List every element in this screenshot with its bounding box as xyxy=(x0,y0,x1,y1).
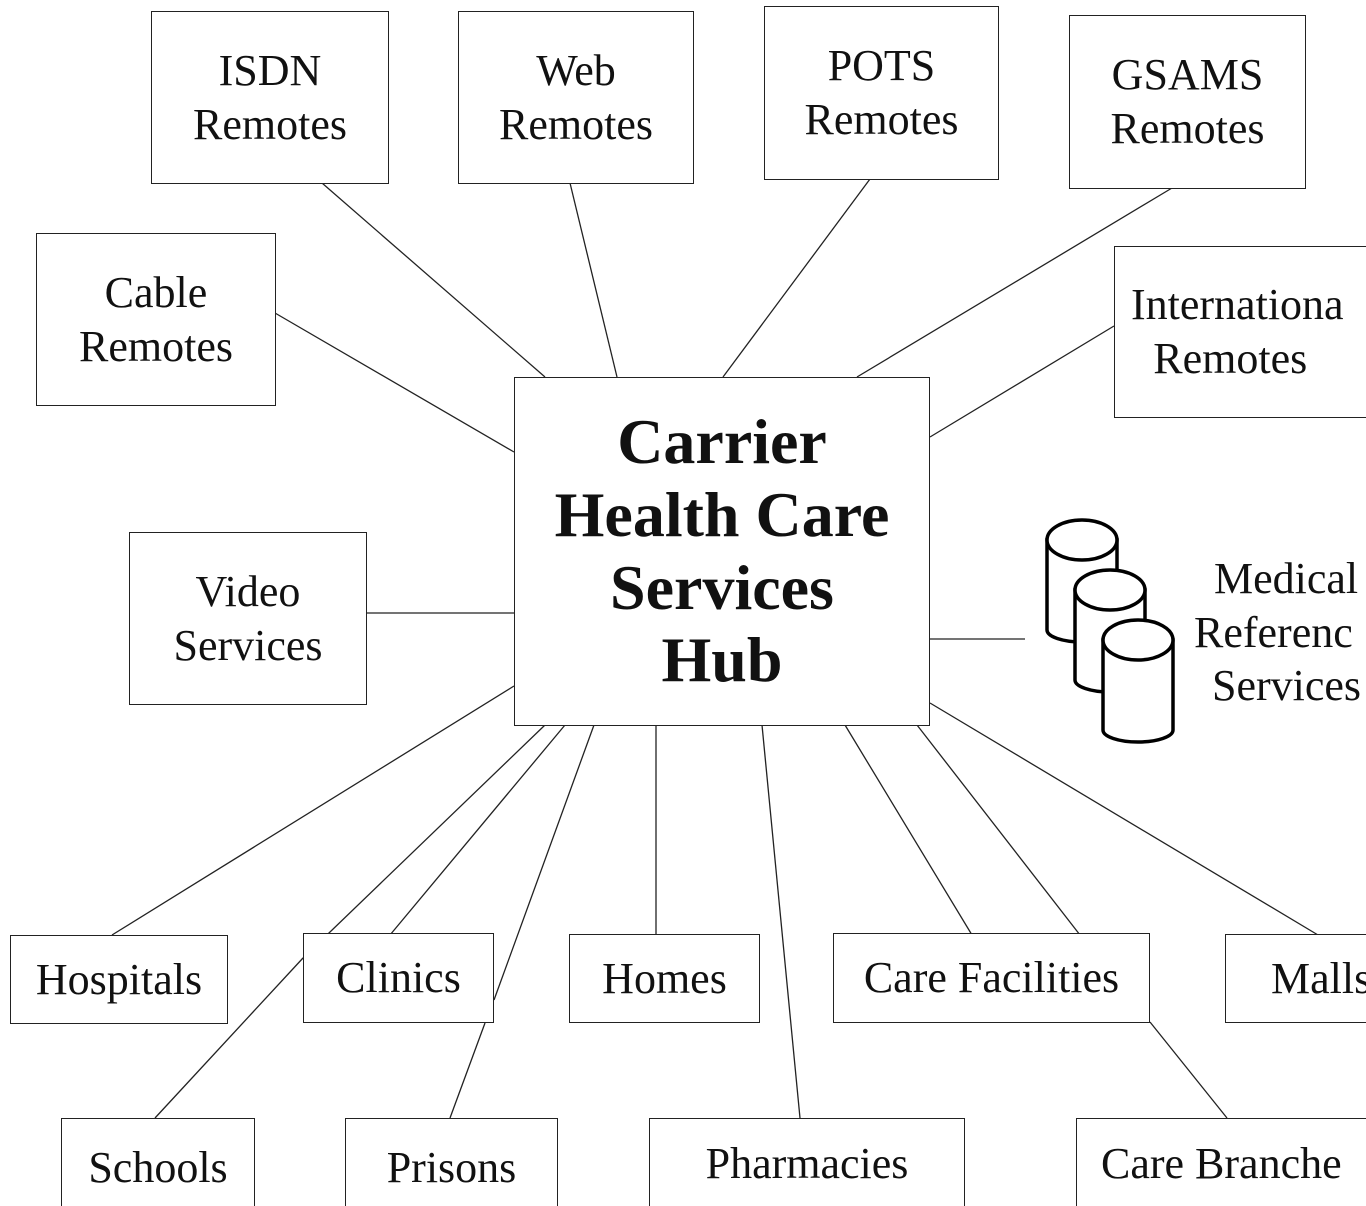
web-remotes-line2: Remotes xyxy=(499,99,653,149)
web-remotes-box: Web Remotes xyxy=(458,11,694,184)
gsams-remotes-line1: GSAMS xyxy=(1111,50,1264,100)
edge-clinics-hub xyxy=(389,724,566,936)
video-services-box: Video Services xyxy=(129,532,367,705)
edge-gsams-hub xyxy=(856,187,1173,378)
pharmacies-label: Pharmacies xyxy=(705,1139,909,1188)
malls-label: Malls xyxy=(1271,953,1366,1003)
edge-malls-hub xyxy=(929,702,1319,936)
video-services-line2: Services xyxy=(173,620,323,670)
hub-title-line3: Services xyxy=(610,551,834,623)
isdn-remotes-box: ISDN Remotes xyxy=(151,11,389,184)
hub-title-line4: Hub xyxy=(661,624,783,696)
care-facilities-label: Care Facilities xyxy=(863,953,1120,1003)
cable-remotes-line1: Cable xyxy=(104,267,208,317)
edge-isdn-hub xyxy=(321,182,546,378)
international-remotes-line2: Remotes xyxy=(1153,334,1308,383)
pots-remotes-line2: Remotes xyxy=(804,95,959,144)
hub-box: Carrier Health Care Services Hub xyxy=(514,377,930,726)
database-cylinder-3 xyxy=(1101,618,1175,744)
schools-box: Schools xyxy=(61,1118,255,1206)
medical-reference-line2: Referenc xyxy=(1194,607,1353,657)
pots-remotes-line1: POTS xyxy=(827,41,936,91)
gsams-remotes-box: GSAMS Remotes xyxy=(1069,15,1306,189)
schools-label: Schools xyxy=(88,1143,228,1192)
care-branches-box: Care Branche xyxy=(1076,1118,1366,1206)
prisons-box: Prisons xyxy=(345,1118,558,1206)
edge-pots-hub xyxy=(722,178,871,378)
medical-reference-line1: Medical xyxy=(1214,554,1359,603)
hospitals-box: Hospitals xyxy=(10,935,228,1024)
video-services-line1: Video xyxy=(195,566,301,616)
homes-box: Homes xyxy=(569,934,760,1023)
edge-schools-clinics xyxy=(154,957,304,1119)
edge-carebranches-carefacilities xyxy=(1149,1021,1228,1119)
cable-remotes-line2: Remotes xyxy=(79,321,233,371)
hub-title-line1: Carrier xyxy=(617,405,827,477)
edge-pharmacies-hub xyxy=(761,724,801,1119)
prisons-label: Prisons xyxy=(386,1143,517,1192)
edge-hospitals-hub xyxy=(111,685,515,936)
edge-cable-hub xyxy=(274,312,515,453)
international-remotes-line1: Internationa xyxy=(1131,280,1344,330)
edge-schools-hub xyxy=(302,724,546,959)
isdn-remotes-line1: ISDN xyxy=(218,45,322,95)
cable-remotes-box: Cable Remotes xyxy=(36,233,276,406)
medical-reference-line3: Services xyxy=(1212,661,1362,711)
malls-box: Malls xyxy=(1225,934,1366,1023)
web-remotes-line1: Web xyxy=(536,45,616,95)
isdn-remotes-line2: Remotes xyxy=(193,99,347,149)
homes-label: Homes xyxy=(602,953,727,1003)
edge-prisons-hub xyxy=(493,724,595,1001)
care-facilities-box: Care Facilities xyxy=(833,933,1150,1023)
international-remotes-box: Internationa Remotes xyxy=(1114,246,1366,418)
gsams-remotes-line2: Remotes xyxy=(1110,104,1265,153)
hospitals-label: Hospitals xyxy=(35,954,203,1004)
connector-lines xyxy=(111,178,1319,1119)
clinics-label: Clinics xyxy=(336,953,461,1003)
edge-web-hub xyxy=(569,182,618,378)
pharmacies-box: Pharmacies xyxy=(649,1118,965,1206)
clinics-box: Clinics xyxy=(303,933,494,1023)
hub-title-line2: Health Care xyxy=(554,478,890,550)
medical-reference-label: Medical Referenc Services xyxy=(1194,552,1366,713)
edge-carefacilities-hub-1 xyxy=(844,724,973,936)
care-branches-label: Care Branche xyxy=(1101,1139,1342,1188)
edge-international-hub xyxy=(929,325,1115,438)
edge-carefacilities-hub-2 xyxy=(916,724,1081,936)
edge-prisons-clinics xyxy=(449,1022,486,1119)
pots-remotes-box: POTS Remotes xyxy=(764,6,999,180)
database-stack-icon xyxy=(1045,518,1175,744)
